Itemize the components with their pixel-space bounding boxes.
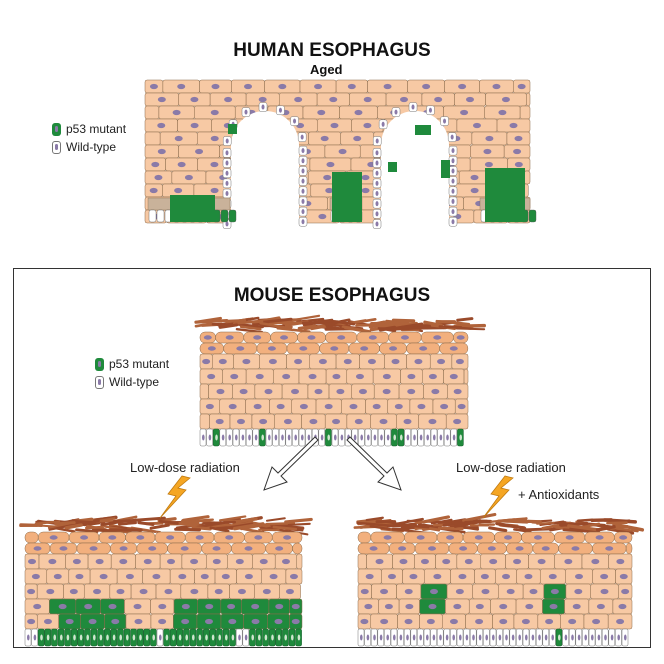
mutant-cell-icon (52, 122, 61, 136)
antioxidants-label: + Antioxidants (518, 487, 600, 502)
legend-p53-mutant: p53 mutant (95, 355, 169, 373)
wildtype-cell-icon (95, 375, 104, 389)
legend-p53-mutant: p53 mutant (52, 120, 126, 138)
wildtype-cell-icon (52, 140, 61, 154)
mutant-cell-icon (95, 357, 104, 371)
mouse-section-box (13, 268, 651, 648)
left-treatment-label: Low-dose radiation (130, 460, 240, 475)
human-esophagus-title: HUMAN ESOPHAGUS (233, 40, 431, 61)
human-aged-label: Aged (310, 62, 343, 77)
mouse-legend: p53 mutant Wild-type (95, 355, 169, 391)
legend-wild-type: Wild-type (52, 138, 126, 156)
human-legend: p53 mutant Wild-type (52, 120, 126, 156)
right-treatment-label: Low-dose radiation (456, 460, 566, 475)
mouse-esophagus-title: MOUSE ESOPHAGUS (233, 285, 431, 306)
legend-wild-type: Wild-type (95, 373, 169, 391)
